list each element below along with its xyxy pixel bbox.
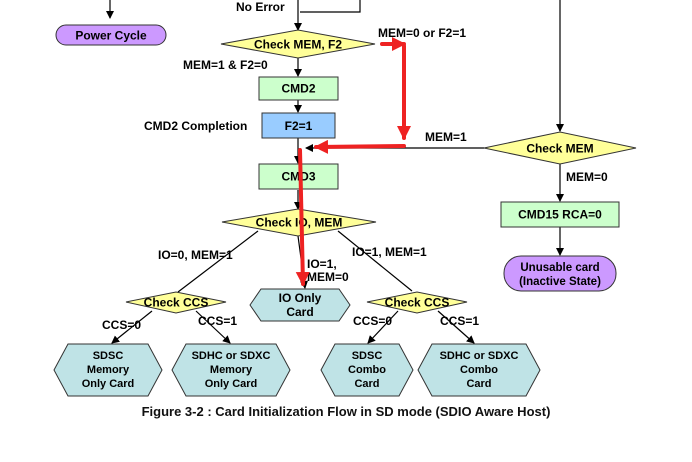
sdhc-combo-label-2: Combo (460, 364, 498, 376)
label-mem0-or-f21: MEM=0 or F2=1 (378, 26, 466, 40)
check-io-mem-decision: Check IO, MEM (221, 208, 377, 237)
check-mem-f2-label: Check MEM, F2 (254, 38, 342, 52)
check-mem-label: Check MEM (526, 142, 593, 156)
label-ccs1-right: CCS=1 (440, 314, 479, 328)
connector-ccs1-right (437, 310, 475, 344)
cmd2-label: CMD2 (281, 82, 315, 96)
cmd15-label: CMD15 RCA=0 (518, 208, 602, 222)
io-only-card-label-1: IO Only (279, 291, 322, 305)
sdhc-combo-label-1: SDHC or SDXC (440, 350, 519, 362)
connector-top-loop (300, 0, 361, 13)
cmd2-box: CMD2 (258, 76, 339, 101)
check-mem-decision: Check MEM (483, 131, 637, 165)
sdhc-memory-label-1: SDHC or SDXC (192, 350, 271, 362)
sdsc-memory-label-2: Memory (87, 364, 130, 376)
label-ccs0-left: CCS=0 (102, 318, 141, 332)
label-io1-mem0-a: IO=1, (307, 257, 337, 271)
sdsc-combo-label-1: SDSC (352, 350, 383, 362)
label-mem-eq-1: MEM=1 (425, 130, 467, 144)
label-mem-eq-0: MEM=0 (566, 170, 608, 184)
sdsc-memory-label-1: SDSC (93, 350, 124, 362)
check-ccs-right-decision: Check CCS (366, 291, 468, 314)
io-only-card-label-2: Card (286, 305, 313, 319)
edge-labels: No Error MEM=0 or F2=1 MEM=1 & F2=0 CMD2… (102, 0, 608, 332)
connector-io1-mem1 (337, 230, 413, 292)
unusable-card-state: (Inactive State) (519, 276, 601, 288)
check-ccs-left-decision: Check CCS (125, 291, 227, 314)
connector-ccs0-right (367, 310, 399, 344)
label-io0-mem1: IO=0, MEM=1 (158, 248, 233, 262)
red-arrow-to-left (314, 139, 406, 154)
red-arrow-to-io-only (295, 148, 310, 286)
connector-ccs1-left (195, 310, 231, 344)
sdsc-combo-card-node: SDSC Combo Card (320, 343, 414, 397)
f2-1-box: F2=1 (261, 112, 336, 139)
sdsc-memory-card-node: SDSC Memory Only Card (53, 343, 163, 397)
sdsc-memory-label-3: Only Card (82, 378, 135, 390)
connector-ccs0-left (111, 310, 153, 344)
f2-1-label: F2=1 (285, 119, 313, 133)
label-cmd2-completion: CMD2 Completion (144, 119, 247, 133)
io-only-card-node: IO Only Card (249, 288, 351, 322)
label-io1-mem0-b: MEM=0 (307, 270, 349, 284)
sdsc-combo-label-2: Combo (348, 364, 386, 376)
check-io-mem-label: Check IO, MEM (256, 216, 343, 230)
annotation-arrows (295, 37, 411, 286)
check-mem-f2-decision: Check MEM, F2 (220, 29, 376, 59)
sdhc-combo-card-node: SDHC or SDXC Combo Card (417, 343, 541, 397)
unusable-card-node: Unusable card (Inactive State) (503, 255, 617, 292)
sdhc-combo-label-3: Card (466, 378, 491, 390)
unusable-card-label: Unusable card (520, 262, 599, 274)
check-ccs-left-label: Check CCS (144, 296, 209, 310)
connector-io0 (177, 230, 259, 293)
power-cycle-node: Power Cycle (55, 24, 167, 46)
label-mem1-f20: MEM=1 & F2=0 (183, 58, 268, 72)
sdhc-memory-card-node: SDHC or SDXC Memory Only Card (171, 343, 291, 397)
label-io1-mem1: IO=1, MEM=1 (352, 245, 427, 259)
cmd15-box: CMD15 RCA=0 (500, 201, 620, 228)
sdhc-memory-label-2: Memory (210, 364, 253, 376)
check-ccs-right-label: Check CCS (385, 296, 450, 310)
power-cycle-label: Power Cycle (75, 29, 147, 43)
figure-caption: Figure 3-2 : Card Initialization Flow in… (141, 404, 551, 419)
label-ccs1-left: CCS=1 (198, 314, 237, 328)
sdsc-combo-label-3: Card (354, 378, 379, 390)
flow-diagram: Power Cycle Check MEM, F2 CMD2 F2=1 CMD3… (53, 0, 637, 397)
sdhc-memory-label-3: Only Card (205, 378, 258, 390)
label-no-error: No Error (236, 0, 285, 14)
label-ccs0-right: CCS=0 (353, 314, 392, 328)
